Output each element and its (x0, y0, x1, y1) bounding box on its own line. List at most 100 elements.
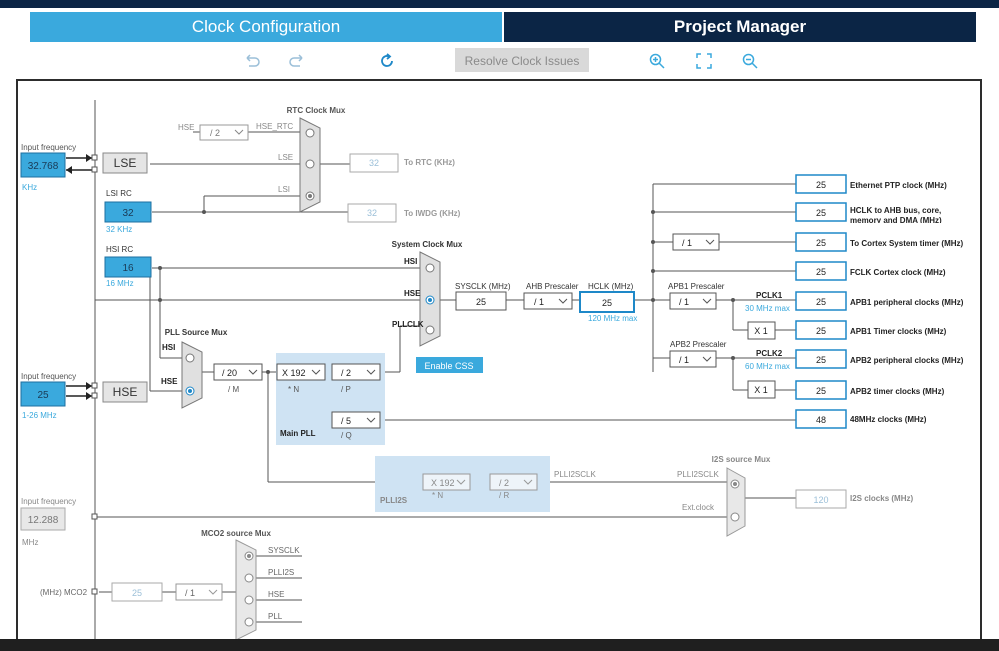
apb2-peripheral-output-box[interactable] (795, 349, 847, 369)
pll-n-multiplier-select[interactable] (276, 363, 326, 381)
clock-tree-diagram: Input frequency 32.768 KHz LSE LSI RC 32… (20, 100, 964, 639)
zoom-out-icon[interactable] (741, 52, 759, 70)
rtc-hse-divider-select[interactable] (199, 124, 249, 141)
i2s-ext-frequency-input[interactable] (20, 507, 66, 531)
rtc-mux-option-hse[interactable] (305, 128, 315, 138)
output-label: HCLK to AHB bus, core, (850, 206, 941, 215)
pll-q-value: / 5 (341, 416, 351, 426)
system-clock-mux-title: System Clock Mux (392, 240, 463, 249)
sysclk-label: SYSCLK (MHz) (455, 282, 511, 291)
apb1-prescaler-label: APB1 Prescaler (668, 282, 725, 291)
apb1-prescaler-select[interactable] (669, 292, 717, 310)
lsi-sub: 32 KHz (106, 225, 132, 234)
hclk-ahb-output-box[interactable] (795, 202, 847, 222)
apb1-peripheral-output-box[interactable] (795, 291, 847, 311)
output-label: APB1 peripheral clocks (MHz) (850, 298, 964, 307)
hse-frequency-input[interactable] (20, 381, 66, 407)
output-label: To Cortex System timer (MHz) (850, 239, 964, 248)
pll-q-label: / Q (341, 431, 352, 440)
i2s-in-label: PLLI2SCLK (677, 470, 719, 479)
mco2-mux-title: MCO2 source Mux (201, 529, 271, 538)
fclk-output-box[interactable] (795, 261, 847, 281)
output-value: 25 (816, 326, 826, 336)
apb1-timer-multiplier-value: X 1 (754, 326, 768, 336)
lse-frequency-value: 32.768 (28, 161, 59, 172)
undo-icon[interactable] (243, 52, 261, 70)
output-value: 25 (816, 238, 826, 248)
sysclk-value: 25 (476, 297, 486, 307)
pll-source-mux-title: PLL Source Mux (165, 328, 228, 337)
rtc-mux-option-lse[interactable] (305, 159, 315, 169)
mco2-option-pll[interactable] (244, 617, 254, 627)
rtc-hse-label: HSE (178, 123, 194, 132)
rtc-hse-divider-value: / 2 (210, 128, 220, 138)
pll-n-value: X 192 (282, 368, 306, 378)
rtc-lse-label: LSE (278, 153, 293, 162)
sysmux-option-hsi[interactable] (425, 263, 435, 273)
pll-source-hse-label: HSE (161, 377, 178, 386)
sysmux-hse-label: HSE (404, 289, 421, 298)
ahb-prescaler-label: AHB Prescaler (526, 282, 579, 291)
apb2-prescaler-select[interactable] (669, 350, 717, 368)
rtc-output-label: To RTC (KHz) (404, 158, 455, 167)
mco2-divider-select[interactable] (175, 583, 223, 601)
top-strip (0, 0, 999, 8)
sysmux-option-pllclk[interactable] (425, 325, 435, 335)
output-value: 25 (816, 208, 826, 218)
pll-m-divider-select[interactable] (213, 363, 263, 381)
pll-source-hsi-label: HSI (162, 343, 175, 352)
mco2-option-plli2s[interactable] (244, 573, 254, 583)
tab-bar: Clock Configuration Project Manager (0, 8, 999, 42)
sysmux-pllclk-label: PLLCLK (392, 320, 424, 329)
plli2sclk-label: PLLI2SCLK (554, 470, 596, 479)
plli2s-n-value: X 192 (431, 478, 455, 488)
tab-project-manager[interactable]: Project Manager (504, 12, 976, 42)
tab-clock-configuration[interactable]: Clock Configuration (30, 12, 502, 42)
mco2-plli2s-label: PLLI2S (268, 568, 294, 577)
pll-n-label: * N (288, 385, 299, 394)
pll-q-divider-select[interactable] (331, 411, 381, 429)
plli2s-n-multiplier-select[interactable] (422, 473, 471, 491)
output-label: APB1 Timer clocks (MHz) (850, 327, 947, 336)
hclk-max: 120 MHz max (588, 314, 637, 323)
apb2-timer-output-box[interactable] (795, 380, 847, 400)
refresh-icon[interactable] (378, 52, 396, 70)
mco2-option-hse[interactable] (244, 595, 254, 605)
output-value: 25 (816, 386, 826, 396)
resolve-clock-issues-button[interactable]: Resolve Clock Issues (455, 48, 589, 72)
bottom-strip (0, 639, 999, 651)
lse-block (102, 152, 148, 174)
plli2s-r-divider-select[interactable] (489, 473, 538, 491)
output-label: FCLK Cortex clock (MHz) (850, 268, 946, 277)
iwdg-output-label: To IWDG (KHz) (404, 209, 461, 218)
fit-icon[interactable] (695, 52, 713, 70)
cortex-timer-output-box[interactable] (795, 232, 847, 252)
mco2-output-box (111, 582, 163, 602)
apb1-timer-output-box[interactable] (795, 320, 847, 340)
lsi-value: 32 (122, 208, 134, 219)
rtc-output-box (349, 153, 399, 173)
apb1-prescaler-value: / 1 (679, 297, 689, 307)
enable-css-button[interactable] (416, 357, 483, 373)
48mhz-output-box[interactable] (795, 409, 847, 429)
pll-source-option-hsi[interactable] (185, 353, 195, 363)
i2s-output-label: I2S clocks (MHz) (850, 494, 913, 503)
hclk-input[interactable] (579, 291, 635, 313)
i2s-source-mux[interactable] (726, 467, 746, 537)
ahb-prescaler-select[interactable] (523, 292, 573, 310)
output-value: 25 (816, 297, 826, 307)
mco2-source-mux[interactable] (235, 539, 257, 639)
pll-p-divider-select[interactable] (331, 363, 381, 381)
cortex-timer-divider-select[interactable] (672, 233, 720, 251)
plli2s-r-value: / 2 (499, 478, 509, 488)
pclk1-label: PCLK1 (756, 291, 783, 300)
lse-frequency-input[interactable] (20, 152, 66, 178)
redo-icon[interactable] (288, 52, 306, 70)
output-label-line2: memory and DMA (MHz) (850, 216, 942, 225)
lsi-value-box (104, 201, 152, 223)
ethernet-ptp-output-box[interactable] (795, 174, 847, 194)
zoom-in-icon[interactable] (648, 52, 666, 70)
i2s-mux-option-ext[interactable] (730, 512, 740, 522)
pll-source-mux[interactable] (181, 341, 203, 409)
pclk2-label: PCLK2 (756, 349, 783, 358)
